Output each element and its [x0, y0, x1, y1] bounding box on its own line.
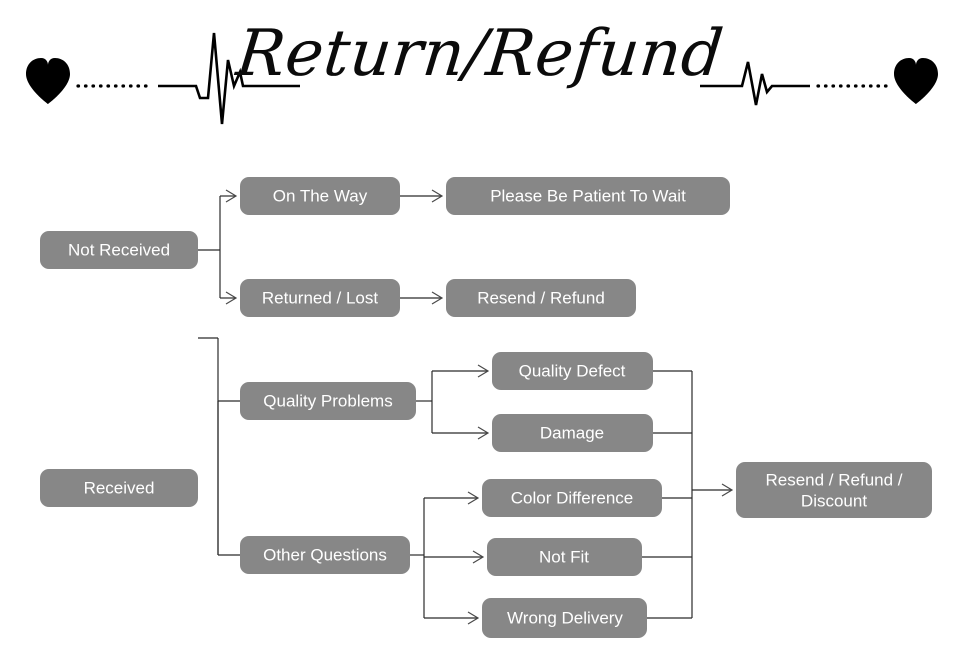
decorative-header-banner: Return/Refund — [0, 0, 960, 150]
node-box[interactable] — [446, 177, 730, 215]
node-box[interactable] — [240, 177, 400, 215]
node-quality-defect[interactable]: Quality Defect — [492, 352, 653, 390]
node-box[interactable] — [482, 479, 662, 517]
connector-group-received — [198, 337, 734, 625]
node-label-on-the-way: On The Way — [273, 186, 368, 205]
node-label-resend-refund: Resend / Refund — [477, 288, 605, 307]
heartbeat-line-icon — [158, 32, 300, 125]
node-box[interactable] — [492, 352, 653, 390]
node-label-wrong-delivery: Wrong Delivery — [507, 608, 623, 627]
heart-icon — [26, 58, 70, 104]
node-label-damage: Damage — [540, 423, 604, 442]
node-label-not-fit: Not Fit — [539, 547, 589, 566]
node-label-not-received: Not Received — [68, 240, 170, 259]
heartbeat-line-icon — [700, 61, 810, 106]
node-box[interactable] — [40, 231, 198, 269]
node-resend-refund[interactable]: Resend / Refund — [446, 279, 636, 317]
node-box[interactable] — [482, 598, 647, 638]
node-label-resend-refund-discount-line1: Resend / Refund / — [765, 470, 902, 489]
node-returned-lost[interactable]: Returned / Lost — [240, 279, 400, 317]
node-label-quality-defect: Quality Defect — [519, 361, 626, 380]
node-on-the-way[interactable]: On The Way — [240, 177, 400, 215]
node-resend-refund-discount[interactable]: Resend / Refund / Discount — [736, 462, 932, 518]
node-label-other-questions: Other Questions — [263, 545, 387, 564]
node-not-fit[interactable]: Not Fit — [487, 538, 642, 576]
connector-group-not-received — [198, 189, 444, 305]
node-label-please-be-patient-to-wait: Please Be Patient To Wait — [490, 186, 686, 205]
node-box[interactable] — [240, 536, 410, 574]
node-box[interactable] — [240, 382, 416, 420]
return-refund-flowchart: Not Received On The Way Please Be Patien… — [0, 150, 960, 668]
node-color-difference[interactable]: Color Difference — [482, 479, 662, 517]
node-label-resend-refund-discount-line2: Discount — [801, 491, 867, 510]
node-quality-problems[interactable]: Quality Problems — [240, 382, 416, 420]
node-damage[interactable]: Damage — [492, 414, 653, 452]
node-received[interactable]: Received — [40, 469, 198, 507]
node-label-returned-lost: Returned / Lost — [262, 288, 379, 307]
node-label-received: Received — [84, 478, 155, 497]
node-box[interactable] — [240, 279, 400, 317]
node-please-be-patient-to-wait[interactable]: Please Be Patient To Wait — [446, 177, 730, 215]
node-label-color-difference: Color Difference — [511, 488, 634, 507]
node-box[interactable] — [736, 462, 932, 518]
node-box[interactable] — [492, 414, 653, 452]
node-wrong-delivery[interactable]: Wrong Delivery — [482, 598, 647, 638]
node-not-received[interactable]: Not Received — [40, 231, 198, 269]
node-box[interactable] — [446, 279, 636, 317]
heart-icon — [894, 58, 938, 104]
node-label-quality-problems: Quality Problems — [263, 391, 392, 410]
node-box[interactable] — [40, 469, 198, 507]
node-other-questions[interactable]: Other Questions — [240, 536, 410, 574]
node-box[interactable] — [487, 538, 642, 576]
